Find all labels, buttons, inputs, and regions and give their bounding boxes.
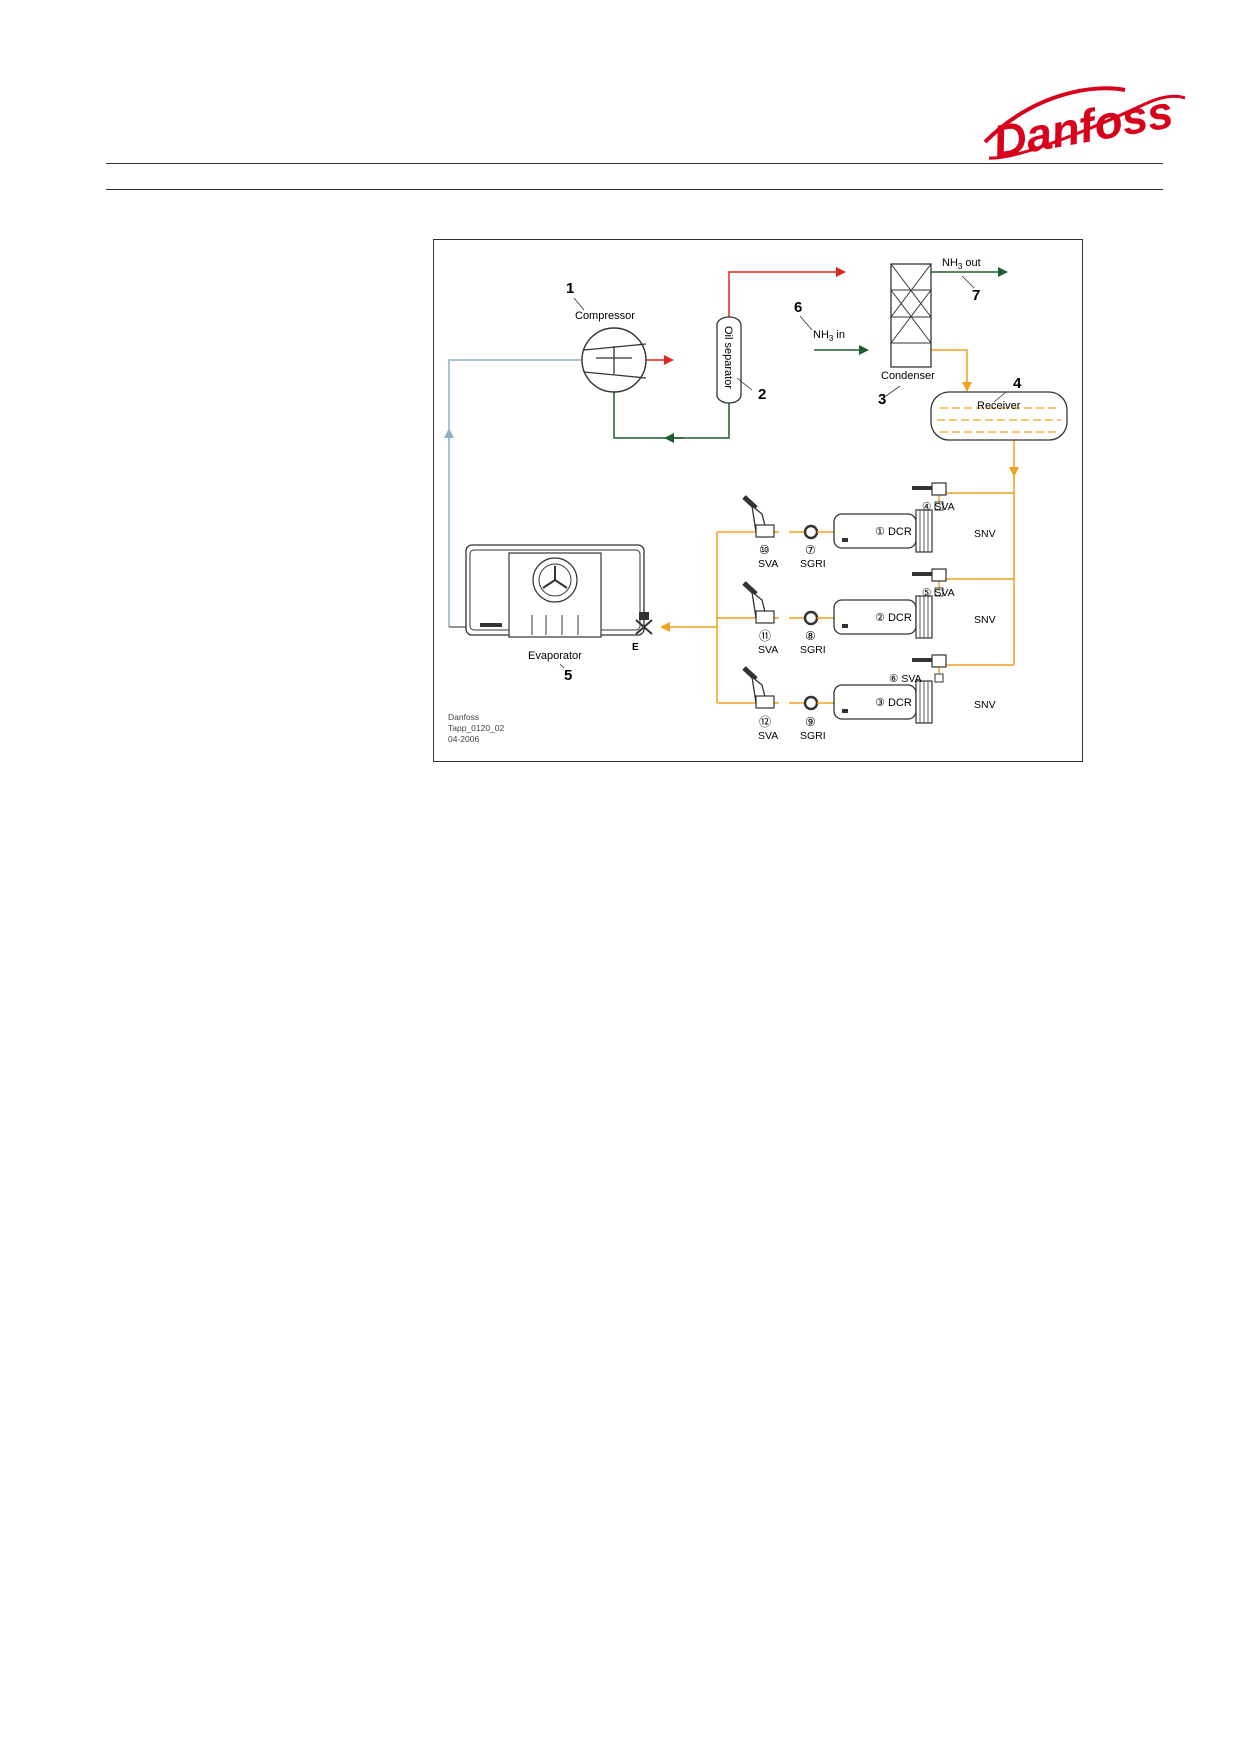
- nh3-in-label: NH3 in: [813, 329, 845, 343]
- svgr-valve-inlet-2: [912, 568, 947, 597]
- branch2-outlet-sva-number: ⑪: [759, 629, 771, 643]
- dcr-filter-drier-3: [833, 680, 933, 724]
- dcr-filter-drier-2: [833, 595, 933, 639]
- branch1-outlet-sva-label: SVA: [758, 558, 778, 570]
- suction-line: [448, 359, 582, 627]
- compressor: [581, 327, 647, 393]
- caption-line-2: Tapp_0120_02: [448, 723, 505, 733]
- branch1-snv-label: SNV: [974, 528, 996, 540]
- receiver: [930, 391, 1068, 441]
- oil-separator-label: Oil separator: [722, 326, 734, 389]
- nh3-out-subscript: 3: [958, 262, 963, 271]
- branch1-inlet-sva-label: ④ SVA: [922, 501, 955, 513]
- condenser: [890, 263, 932, 368]
- branch3-dcr-label: ③ DCR: [875, 697, 912, 709]
- oil-return-line: [613, 392, 730, 439]
- header-rule-bottom: [106, 189, 1163, 190]
- oil-separator: [716, 316, 742, 404]
- branch3-inlet-sva-text: SVA: [901, 673, 921, 685]
- branch2-inlet-sva-text: SVA: [934, 587, 954, 599]
- branch2-dcr-number: ②: [875, 612, 885, 624]
- branch3-inlet-sva-label: ⑥ SVA: [889, 673, 922, 685]
- branch3-dcr-text: DCR: [888, 697, 912, 709]
- branch1-sgri-number: ⑦: [805, 543, 816, 557]
- branch1-sgri-label: SGRI: [800, 558, 826, 570]
- nh3-out-label: NH3 out: [942, 257, 981, 271]
- evaporator: [465, 544, 645, 638]
- branch3-snv-label: SNV: [974, 699, 996, 711]
- nh3-in-nh: NH: [813, 329, 829, 341]
- danfoss-logo: Danfoss: [983, 85, 1186, 168]
- dcr-filter-drier-1: [833, 509, 933, 553]
- svgr-valve-outlet-3: [742, 666, 779, 709]
- nh3-in-number: 6: [794, 299, 802, 316]
- branch3-sgri-number: ⑨: [805, 715, 816, 729]
- sgri-sight-glass-3: [789, 695, 834, 711]
- condenser-label: Condenser: [881, 370, 935, 382]
- branch1-dcr-number: ①: [875, 526, 885, 538]
- receiver-label: Receiver: [977, 400, 1021, 412]
- discharge-line-2: [728, 267, 846, 317]
- svgr-valve-inlet-3: [912, 654, 947, 683]
- svgr-valve-outlet-1: [742, 495, 779, 538]
- nh3-in-subscript: 3: [829, 334, 834, 343]
- branch2-snv-label: SNV: [974, 614, 996, 626]
- branch3-outlet-sva-label: SVA: [758, 730, 778, 742]
- branch1-dcr-text: DCR: [888, 526, 912, 538]
- expansion-valve: [635, 612, 653, 635]
- caption-line-1: Danfoss: [448, 712, 479, 722]
- branch3-dcr-number: ③: [875, 697, 885, 709]
- condenser-number: 3: [878, 391, 886, 408]
- svg-text:Danfoss: Danfoss: [989, 85, 1177, 168]
- branch1-inlet-sva-text: SVA: [934, 501, 954, 513]
- sgri-sight-glass-2: [789, 610, 834, 626]
- compressor-number: 1: [566, 280, 574, 297]
- evaporator-label: Evaporator: [528, 650, 582, 662]
- caption-line-3: 04-2006: [448, 734, 479, 744]
- compressor-label: Compressor: [575, 310, 635, 322]
- evaporator-number: 5: [564, 667, 572, 684]
- branch3-outlet-sva-number: ⑫: [759, 715, 771, 729]
- branch1-outlet-sva-number: ⑩: [759, 543, 770, 557]
- header-rule-top: [106, 163, 1163, 164]
- branch2-inlet-sva-label: ⑤ SVA: [922, 587, 955, 599]
- liquid-line-condenser: [931, 349, 972, 392]
- branch2-outlet-sva-label: SVA: [758, 644, 778, 656]
- sgri-sight-glass-1: [789, 524, 834, 540]
- branch1-inlet-sva-number: ④: [922, 501, 931, 513]
- diagram-canvas: 1 Compressor Oil separator 2 Condenser 3…: [444, 257, 1068, 744]
- receiver-number: 4: [1013, 375, 1022, 392]
- branch2-dcr-label: ② DCR: [875, 612, 912, 624]
- branch2-sgri-number: ⑧: [805, 629, 816, 643]
- nh3-in-suffix: in: [833, 329, 845, 341]
- svgr-valve-outlet-2: [742, 581, 779, 624]
- branch2-sgri-label: SGRI: [800, 644, 826, 656]
- branch3-inlet-sva-number: ⑥: [889, 673, 898, 685]
- nh3-out-number: 7: [972, 287, 980, 304]
- nh3-out-nh: NH: [942, 257, 958, 269]
- branch2-dcr-text: DCR: [888, 612, 912, 624]
- branch2-inlet-sva-number: ⑤: [922, 587, 931, 599]
- oil-separator-number: 2: [758, 386, 766, 403]
- expansion-valve-label: E: [632, 642, 639, 653]
- refrigeration-diagram: 1 Compressor Oil separator 2 Condenser 3…: [433, 239, 1083, 762]
- svgr-valve-inlet-1: [912, 482, 947, 511]
- branch1-dcr-label: ① DCR: [875, 526, 912, 538]
- branch3-sgri-label: SGRI: [800, 730, 826, 742]
- nh3-out-suffix: out: [962, 257, 980, 269]
